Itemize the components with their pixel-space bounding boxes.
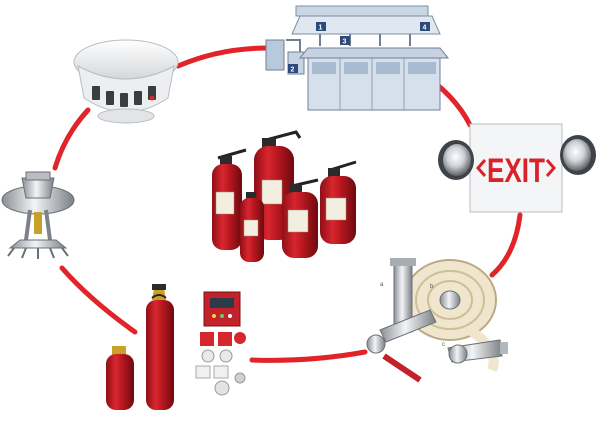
extinguisher-right [320, 160, 357, 244]
ring-segment-hose-to-panel [249, 349, 368, 363]
short-cylinder [106, 346, 134, 410]
hose-label-c: c [442, 342, 445, 348]
ring-segment-cylinder-to-sprinkler [59, 265, 138, 335]
extinguisher-center-front [282, 178, 319, 258]
gas-suppression-cylinder-icon [106, 284, 246, 410]
extinguisher-small-left [240, 192, 264, 262]
ring-segment-sprinkler-to-detector [52, 107, 91, 171]
control-panel-icon [203, 291, 241, 327]
kitchen-label-2: 2 [291, 67, 295, 74]
smoke-detector-icon [73, 39, 179, 124]
extinguisher-left [212, 148, 247, 250]
exit-sign-text: EXIT [487, 152, 545, 190]
ring-segment-detector-to-kitchen [175, 45, 271, 69]
fire-hose-nozzle-icon: a b c [366, 258, 508, 383]
kitchen-hood-suppression-icon: 1 2 3 4 [265, 5, 450, 111]
kitchen-label-3: 3 [343, 39, 347, 46]
kitchen-label-1: 1 [319, 25, 323, 32]
standpipe-valve [366, 258, 437, 383]
kitchen-label-4: 4 [423, 25, 427, 32]
emergency-lamp-right-icon [560, 135, 596, 175]
ring-segment-exit-to-hose [489, 212, 523, 278]
tall-cylinder [146, 284, 174, 410]
branch-nozzle [447, 339, 508, 364]
emergency-lamp-left-icon [438, 140, 474, 180]
sprinkler-head-icon [1, 171, 75, 259]
exit-sign-icon: EXIT [438, 123, 596, 213]
hose-label-a: a [380, 282, 384, 288]
hose-label-b: b [430, 284, 434, 290]
panel-accessories [195, 332, 246, 396]
fire-extinguisher-icon [212, 130, 357, 262]
